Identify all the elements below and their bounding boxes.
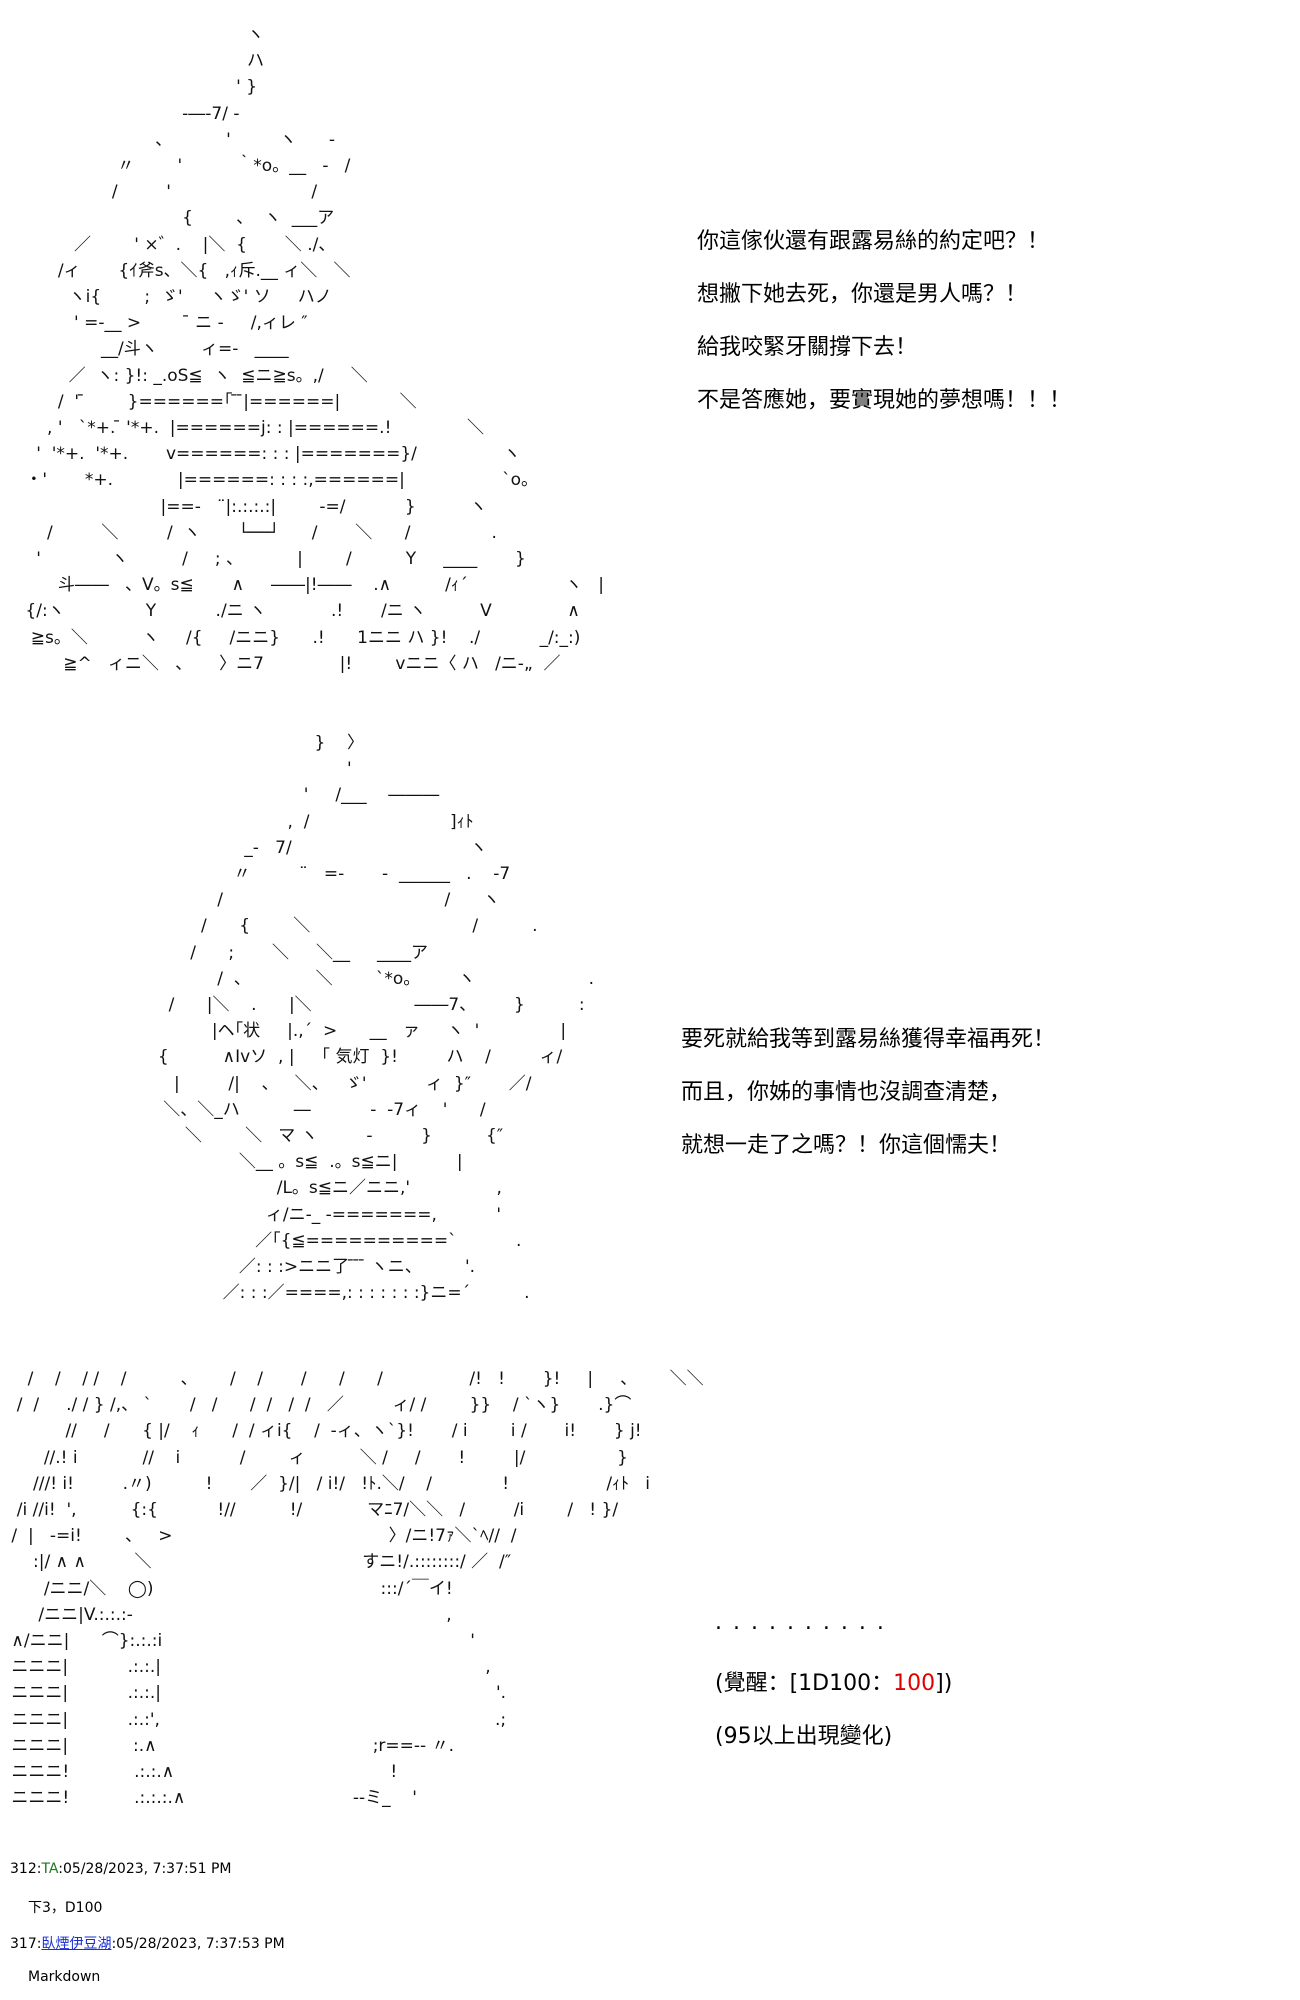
ascii-art-line: ／ ' ×゛. |＼ { ＼ ./、: [20, 234, 336, 255]
ascii-art-line: ヽ: [20, 25, 264, 45]
ascii-art-line: / / / / / 、 / / / / / /! ! }! | 、 ＼＼: [6, 1369, 704, 1389]
post-timestamp: :05/28/2023, 7:37:53 PM: [111, 1936, 285, 1952]
roll-condition: (95以上出現變化): [715, 1724, 893, 1749]
ascii-art-line: 〃 ¨ =- - ______ . -7: [120, 864, 511, 885]
speech-block-1: 你這傢伙還有跟露易絲的約定吧？！ 想撇下她去死，你還是男人嗎？！ 給我咬緊牙關撐…: [697, 215, 1071, 427]
ascii-art-panel-1: ヽ ハ ' } -―-7/ - 、 ' ヽ - 〃: [20, 22, 604, 677]
ascii-art-line: / 、 ＼ `*o。 ヽ .: [120, 968, 594, 989]
speech-line: 給我咬緊牙關撐下去！: [697, 335, 918, 360]
ascii-art-line: ' =-__ > ̄ ニ - /,ィレ ″: [20, 313, 308, 334]
ascii-art-line: ／: : :／====,: : : : : : :}ニ=´ .: [120, 1283, 530, 1304]
ascii-art-line: 、 ' ヽ -: [20, 129, 335, 150]
ascii-art-line: ' ヽ / ; 、 | / Y ____ }: [20, 549, 526, 570]
ascii-art-line: / / ヽ: [120, 890, 500, 911]
post-body-317: Markdown: [28, 1969, 101, 1985]
ascii-art-line: ///! i! .〃) ! ／ }/| / i!/ !ﾄ.＼/ / ! /ｨﾄ …: [6, 1473, 650, 1494]
post-author: TA: [41, 1861, 59, 1877]
ascii-art-line: ニニニ| .:.:', .;: [6, 1709, 507, 1730]
post-number: 317:: [10, 1936, 42, 1952]
post-number: 312:: [10, 1861, 42, 1877]
ascii-art-line: ≧^ ィニ＼ 、 〉ニ7 |! vニニ〈 ハ /ニ-„ ／: [20, 653, 561, 674]
ascii-art-line: / / ./ / } /,、 ` / / / / / / ／ ィ/ / }} /…: [6, 1395, 632, 1416]
ascii-art-line: ィ/ニ-_ -=======, ': [120, 1204, 502, 1225]
ascii-art-line: { ∧Ivソ , | ｢ 気灯 }! ハ / ィ/: [120, 1047, 563, 1068]
ascii-art-line: :|/ ∧ ∧ ＼ すニ!/.::::::::/ ／ /″: [6, 1552, 512, 1573]
ascii-art-line: |ヘ｢状 |.,´ > __ ァ ヽ ' |: [120, 1021, 567, 1042]
ascii-art-line: / ; ＼ ＼__ ____ア: [120, 942, 428, 963]
speech-line: 不是答應她，要實現她的夢想嗎！！！: [697, 388, 1072, 413]
ascii-art-line: ≧s。＼ ヽ /{ /ニニ} .! 1ニニ ハ }! ./ _/:_:): [20, 627, 581, 648]
ascii-art-line: ニニニ| .:.:.| ,: [6, 1657, 491, 1678]
dice-roll-prefix: (覺醒：[1D100：: [715, 1671, 894, 1696]
dice-roll-value: 100: [893, 1671, 936, 1696]
post-timestamp: :05/28/2023, 7:37:51 PM: [58, 1861, 232, 1877]
ascii-art-line: ハ: [20, 51, 264, 72]
ascii-art-line: 〃 ' ｀*o。__ - /: [20, 156, 351, 177]
post-header-317: 317:臥煙伊豆湖:05/28/2023, 7:37:53 PM: [10, 1933, 285, 1953]
post-body-312: 下3，D100: [28, 1900, 103, 1916]
ascii-art-line: ' }: [20, 77, 258, 98]
ascii-art-line: |==- ¨|:.:.:.:| -=/ } ヽ: [20, 496, 487, 517]
ascii-art-line: / | -=i! 、 > 〉/ニ!7ｧ＼`ﾍ// /: [6, 1526, 517, 1547]
speech-block-2: 要死就給我等到露易絲獲得幸福再死！ 而且，你姊的事情也沒調查清楚， 就想一走了之…: [681, 1013, 1055, 1172]
narration-dots: . . . . . . . . . .: [715, 1610, 886, 1635]
ascii-art-line: ∧/ニニ| ⌒}:.:.:i ': [6, 1631, 475, 1652]
ascii-art-line: //.! i // i / ィ ＼ / / ! |/ }: [6, 1447, 628, 1468]
ascii-art-line: {/:ヽ Y ./ニ ヽ .! /ニ ヽ V ∧: [20, 601, 580, 622]
ascii-art-line: ＼__ 。s≦ .。s≦ニ| |: [120, 1152, 463, 1173]
ascii-art-line: _- 7/ ヽ: [120, 837, 488, 858]
ascii-art-line: -―-7/ -: [20, 103, 240, 124]
ascii-art-line: ' /___ ―――: [120, 785, 440, 806]
speech-line: 你這傢伙還有跟露易絲的約定吧？！: [697, 229, 1050, 254]
speech-line: 要死就給我等到露易絲獲得幸福再死！: [681, 1027, 1056, 1052]
ascii-art-line: / ＼ / ヽ └──┘ / ＼ / .: [20, 522, 497, 543]
ascii-art-line: ＼ ＼ マ ヽ - } {″: [120, 1126, 504, 1147]
ascii-art-line: ニニニ| .:.:.| '.: [6, 1683, 507, 1704]
ascii-art-line: 斗―― 、V。s≦ ∧ ――|!―― .∧ /ｨ´ ヽ |: [20, 575, 605, 596]
dice-roll-suffix: ]): [935, 1671, 953, 1696]
ascii-art-line: ヽi{ ; ゞ' ヽゞ' ソ ハノ: [20, 287, 332, 308]
ascii-art-line: { 、 ヽ ___ア: [20, 208, 335, 229]
ascii-art-line: , / ]ｨﾄ: [120, 811, 474, 832]
ascii-art-line: / ' ̄ }======｢ ̄ ̄|======| ＼: [20, 391, 417, 412]
ascii-art-line: /L。s≦ニ／ニニ,' ,: [120, 1178, 502, 1199]
ascii-art-line: __/斗ヽ ィ=- ____: [20, 339, 289, 360]
ascii-art-line: ニニニ! .:.:.:.∧ --ミ_ ': [6, 1788, 417, 1809]
ascii-art-line: , ' `*+. ̄ '*+. |======j: : |======.! ＼: [20, 418, 485, 439]
ascii-art-line: ／ ヽ: }!: _.oS≦ ヽ ≦ニ≧s。,/ ＼: [20, 365, 368, 386]
ascii-art-line: /ニニ/＼ ◯) :::/´￣イ!: [6, 1578, 453, 1599]
ascii-art-line: / { ＼ / .: [120, 916, 538, 937]
speech-line: 就想一走了之嗎？！你這個懦夫！: [681, 1133, 1012, 1158]
ascii-art-line: ニニニ| :.∧ ;r==-- 〃.: [6, 1735, 454, 1756]
dice-roll: (覺醒：[1D100：100]): [715, 1665, 952, 1697]
ascii-art-line: ・' *+. |======: : : :,======| `o。: [20, 470, 538, 491]
ascii-art-line: ／｢{≦==========` .: [120, 1230, 522, 1251]
ascii-art-panel-2: } 〉 ' ' /___ ――― , / ]ｨﾄ _- 7/: [120, 730, 594, 1306]
ascii-art-line: ＼、＼_ハ ― - -7ィ ' /: [120, 1099, 486, 1120]
ascii-art-line: ニニニ! .:.:.∧ !: [6, 1762, 398, 1783]
speech-line: 想撇下她去死，你還是男人嗎？！: [697, 282, 1028, 307]
post-header-312: 312:TA:05/28/2023, 7:37:51 PM: [10, 1861, 232, 1877]
ascii-art-line: // / { |/ ｨ / / ィi{ / -ィ、ヽ`}! / i i / i!…: [6, 1421, 642, 1442]
ascii-art-line: | /| 、 ＼、 ゞ' ィ }″ ／/: [120, 1073, 532, 1094]
speech-line: 而且，你姊的事情也沒調查清楚，: [681, 1080, 1012, 1105]
post-author-link[interactable]: 臥煙伊豆湖: [41, 1936, 112, 1952]
ascii-art-line: / ' /: [20, 182, 318, 203]
ascii-art-line: /ィ {ｲ斧s、＼{ ,ｨ斥.__ ィ＼ ＼: [20, 260, 351, 281]
ascii-art-line: /i //i! ', {:{ !// !/ マﾆ7/＼＼ / /i / ! }/: [6, 1500, 619, 1521]
ascii-art-line: } 〉: [120, 733, 364, 753]
ascii-art-line: ／: : :>ニニ了 ̄ ̄ ̄ ヽニ、 '.: [120, 1257, 476, 1278]
ascii-art-line: ' '*+. '*+. v======: : : |=======}/ ヽ: [20, 444, 521, 465]
ascii-art-panel-3: / / / / / 、 / / / / / /! ! }! | 、 ＼＼ / /…: [6, 1366, 704, 1811]
ascii-art-line: / |＼ . |＼ ――7、 } :: [120, 995, 585, 1016]
ascii-art-line: /ニニ|V.:.:.:- ,: [6, 1604, 452, 1625]
ascii-art-line: ': [120, 759, 352, 780]
